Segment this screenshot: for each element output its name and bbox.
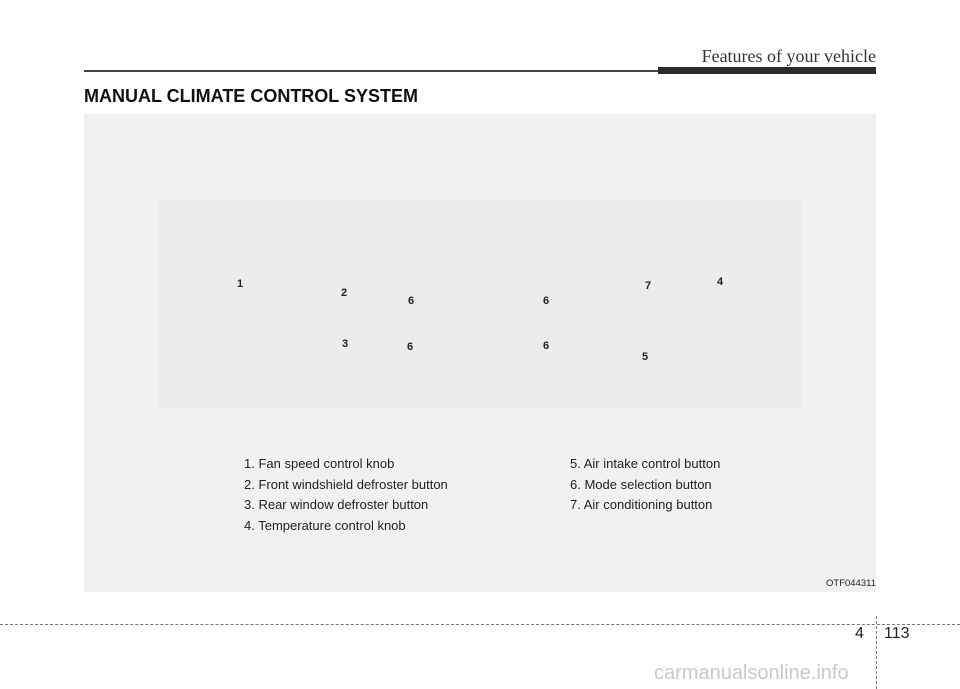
legend-item: 7. Air conditioning button — [570, 497, 713, 512]
callout-2: 2 — [340, 287, 348, 299]
header-rule-thick — [658, 67, 876, 74]
legend-item: 3. Rear window defroster button — [244, 497, 429, 512]
watermark-text: carmanualsonline.info — [654, 662, 849, 684]
callout-6: 6 — [542, 295, 550, 307]
legend-item: 2. Front windshield defroster button — [244, 476, 448, 492]
callout-6: 6 — [542, 340, 550, 352]
page-number: 113 — [884, 625, 910, 642]
running-header-title: Features of your vehicle — [701, 46, 876, 66]
legend-item: 6. Mode selection button — [570, 476, 712, 492]
legend-item: 4. Temperature control knob — [244, 517, 406, 533]
legend-left-column: 1. Fan speed control knob 2. Front winds… — [244, 454, 448, 536]
section-title: MANUAL CLIMATE CONTROL SYSTEM — [84, 86, 418, 106]
legend-item: 5. Air intake control button — [570, 456, 721, 471]
callout-5: 5 — [641, 351, 649, 363]
figure-panel: 1 2 6 6 7 4 3 6 6 5 1. Fan speed control… — [84, 114, 876, 592]
callout-6: 6 — [406, 341, 414, 353]
figure-code: OTF044311 — [826, 578, 876, 589]
page-number-divider — [876, 616, 877, 689]
callout-1: 1 — [236, 278, 244, 290]
footer-divider — [0, 624, 960, 625]
callout-7: 7 — [644, 280, 652, 292]
legend-item: 1. Fan speed control knob — [244, 456, 395, 471]
legend-right-column: 5. Air intake control button 6. Mode sel… — [570, 454, 720, 516]
section-number: 4 — [855, 625, 864, 642]
header-rule-thin — [84, 70, 660, 72]
callout-3: 3 — [341, 338, 349, 350]
callout-4: 4 — [716, 276, 724, 288]
climate-control-illustration — [158, 200, 802, 408]
callout-6: 6 — [407, 295, 415, 307]
